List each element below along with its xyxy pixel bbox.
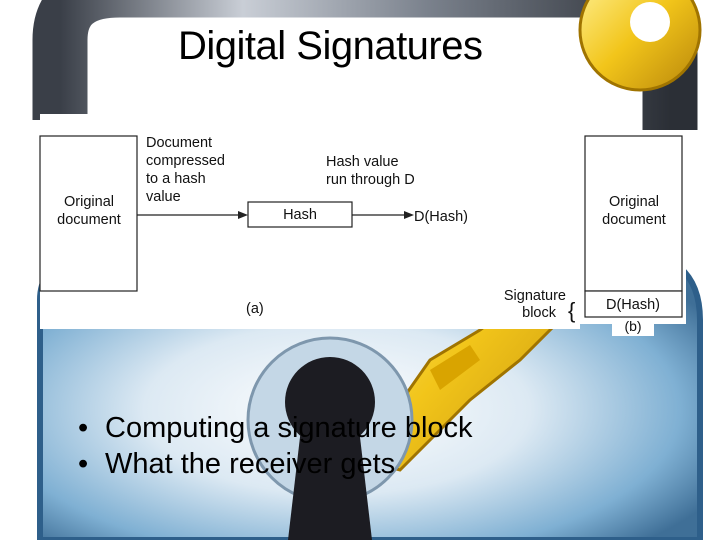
bullet-item: •What the receiver gets xyxy=(78,446,473,482)
caption-a: (a) xyxy=(246,301,264,317)
signature-brace: { xyxy=(568,298,575,323)
bullet-item: •Computing a signature block xyxy=(78,410,473,446)
caption-b: (b) xyxy=(624,318,641,334)
hash-box-label: Hash xyxy=(283,207,317,223)
dhash-a: D(Hash) xyxy=(414,209,468,225)
bullet-list: •Computing a signature block •What the r… xyxy=(78,410,473,482)
dhash-b: D(Hash) xyxy=(606,297,660,313)
